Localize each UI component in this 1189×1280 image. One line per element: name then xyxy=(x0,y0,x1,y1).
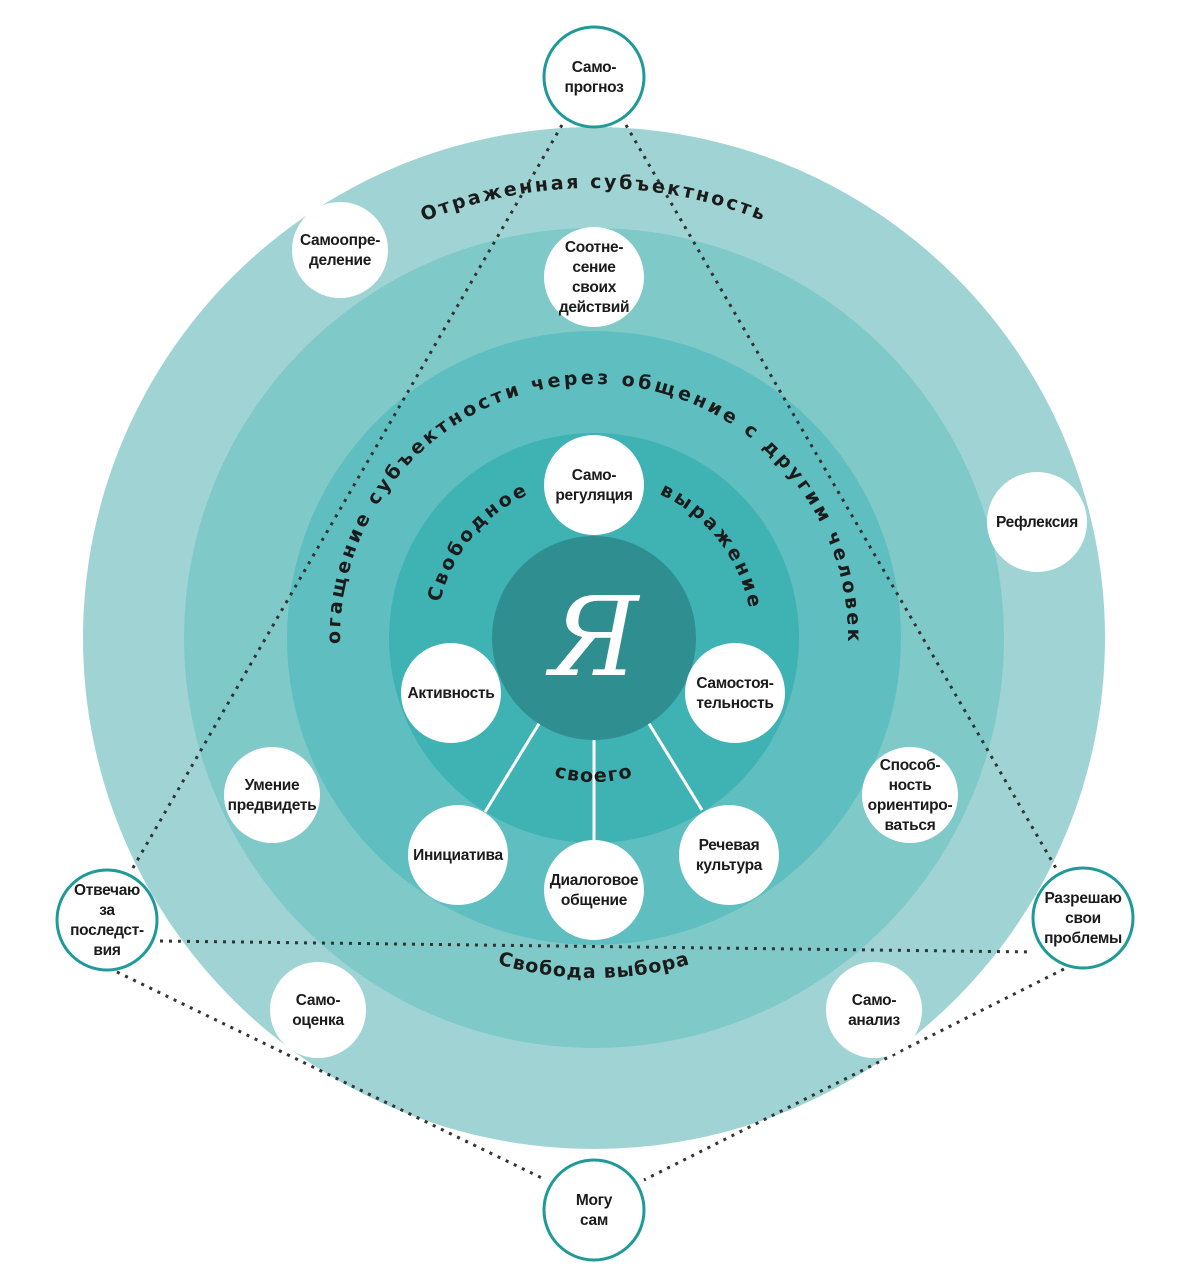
node-samoopredelenie: Самоопре-деление xyxy=(292,202,388,298)
dotted-line xyxy=(116,970,547,1182)
svg-text:Самоопре-деление: Самоопре-деление xyxy=(300,232,380,269)
svg-text:Инициатива: Инициатива xyxy=(413,847,503,864)
node-samoprognoz: Само-прогноз xyxy=(542,25,646,129)
node-samoanaliz: Само-анализ xyxy=(826,962,922,1058)
core-ya-logo: Я xyxy=(545,573,641,701)
svg-text:Самостоя-тельность: Самостоя-тельность xyxy=(696,675,773,712)
node-iniciativa: Инициатива xyxy=(408,805,508,905)
node-samostoyatelnost: Самостоя-тельность xyxy=(685,643,785,743)
core-circle xyxy=(492,536,696,740)
svg-text:Рефлексия: Рефлексия xyxy=(996,514,1078,531)
spoke-initiative xyxy=(483,721,542,813)
node-aktivnost: Активность xyxy=(401,643,501,743)
svg-text:Само-оценка: Само-оценка xyxy=(292,992,344,1029)
svg-text:Само-прогноз: Само-прогноз xyxy=(565,59,625,96)
svg-text:Само-анализ: Само-анализ xyxy=(848,992,900,1029)
dotted-line xyxy=(159,939,1033,954)
node-samoregulyaciya: Само-регуляция xyxy=(544,435,644,535)
svg-text:Активность: Активность xyxy=(408,685,495,702)
node-samoocenka: Само-оценка xyxy=(270,962,366,1058)
node-refleksiya: Рефлексия xyxy=(987,472,1087,572)
svg-text:Само-регуляция: Само-регуляция xyxy=(555,467,632,504)
spoke-speech xyxy=(646,721,704,811)
